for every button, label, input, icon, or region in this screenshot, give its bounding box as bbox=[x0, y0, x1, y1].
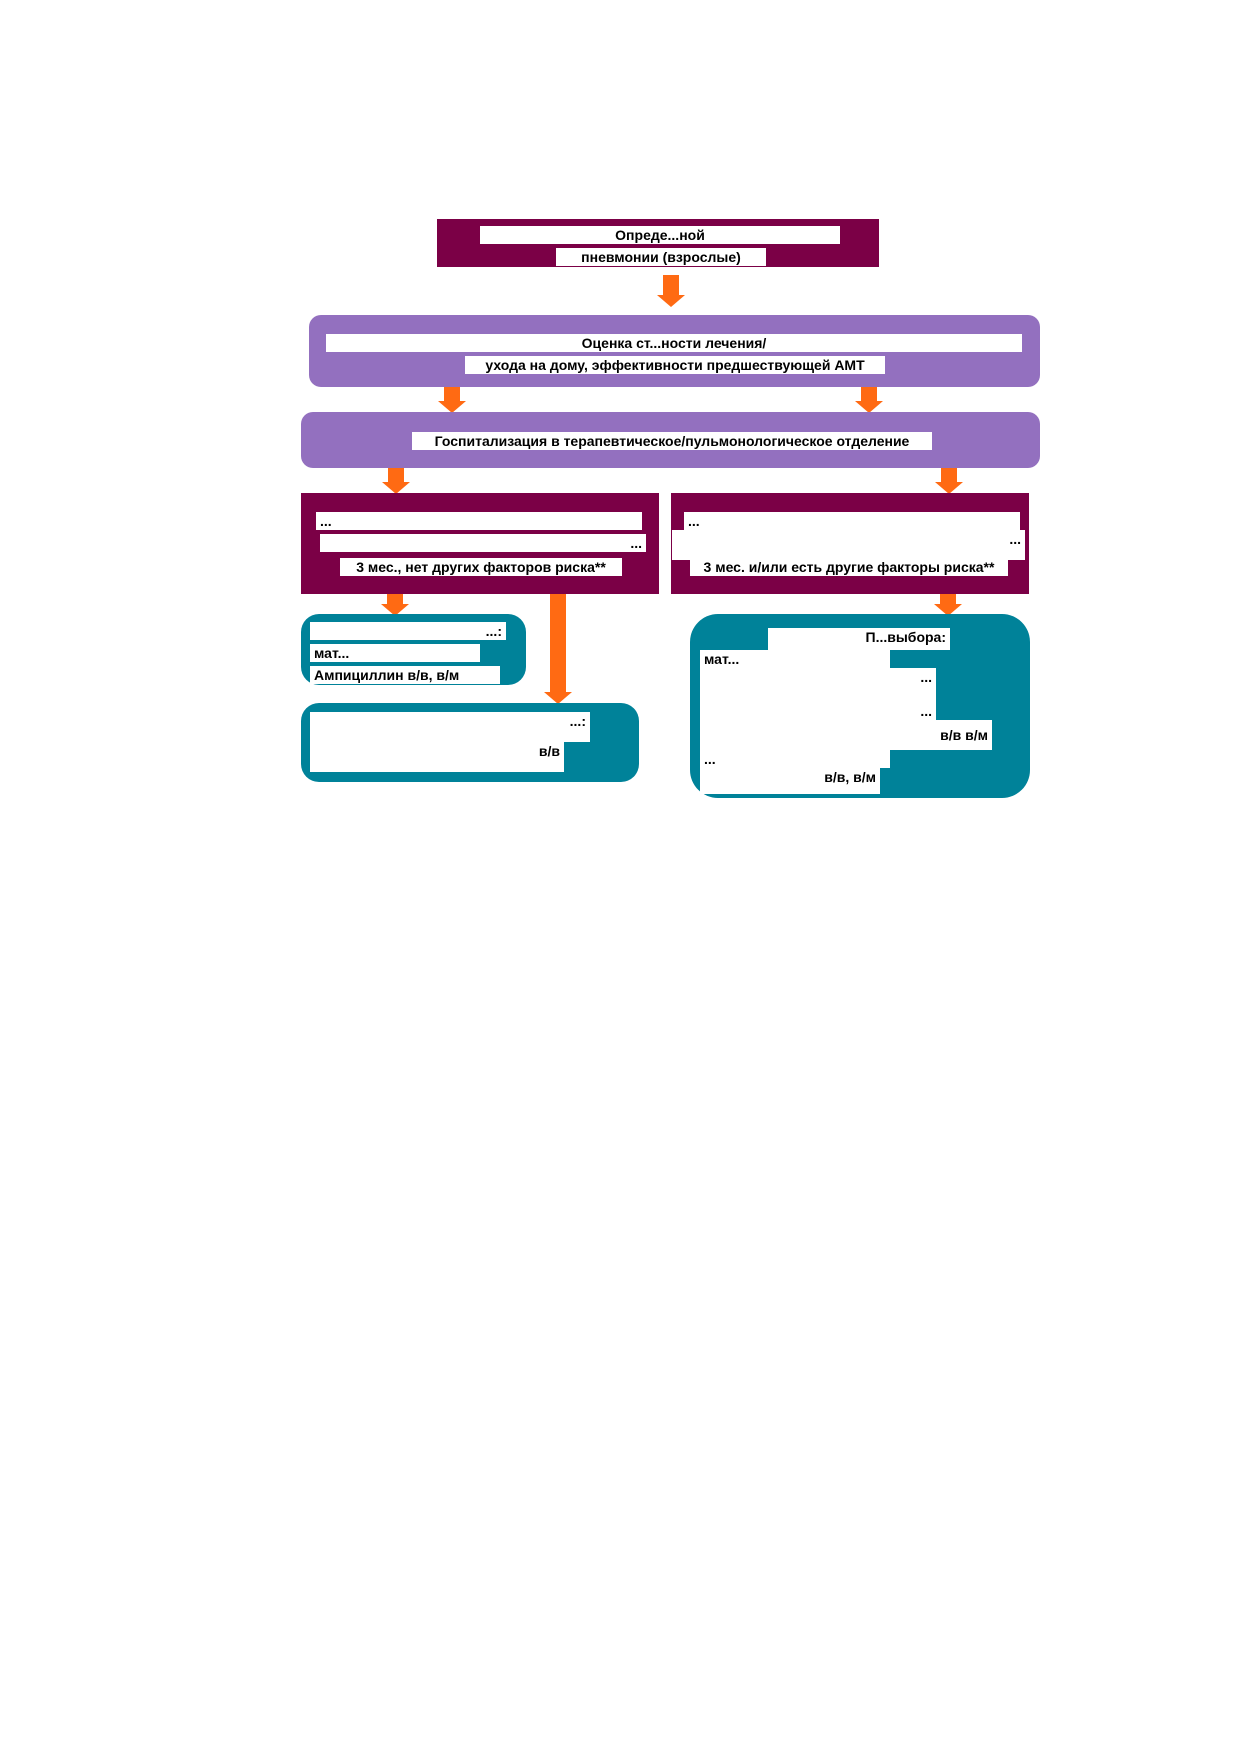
assessment-line-2: ухода на дому, эффективности предшествую… bbox=[465, 356, 885, 374]
right-branch-line-1: ... bbox=[684, 512, 1020, 530]
left-branch-line-3: 3 мес., нет других факторов риска** bbox=[340, 558, 622, 576]
connector-line bbox=[856, 594, 868, 610]
hospitalization-line-1: Госпитализация в терапевтическое/пульмон… bbox=[412, 432, 932, 450]
left-bottom-line-1: ...: bbox=[310, 712, 590, 742]
right-branch-line-2: ... bbox=[672, 530, 1025, 560]
right-choice-line-1: П...выбора: bbox=[768, 628, 950, 650]
right-branch-line-3: 3 мес. и/или есть другие факторы риска** bbox=[690, 558, 1008, 576]
left-bottom-line-2: в/в bbox=[310, 742, 564, 772]
right-choice-line-4: ... bbox=[700, 702, 936, 720]
left-choice-line-2: мат... bbox=[310, 644, 480, 662]
title-line-2: пневмонии (взрослые) bbox=[556, 248, 766, 266]
right-choice-line-7: в/в, в/м bbox=[700, 768, 880, 794]
right-choice-line-6: ... bbox=[700, 750, 890, 768]
assessment-line-1: Оценка ст...ности лечения/ bbox=[326, 334, 1022, 352]
left-branch-line-1: ... bbox=[316, 512, 642, 530]
right-choice-line-5: в/в в/м bbox=[700, 720, 992, 750]
right-choice-line-2: мат... bbox=[700, 650, 890, 668]
right-choice-line-3: ... bbox=[700, 668, 936, 702]
left-choice-line-3: Ампициллин в/в, в/м bbox=[310, 666, 500, 684]
title-line-1: Опреде...ной bbox=[480, 226, 840, 244]
left-choice-line-1: ...: bbox=[310, 622, 506, 640]
left-branch-line-2: ... bbox=[320, 534, 646, 552]
